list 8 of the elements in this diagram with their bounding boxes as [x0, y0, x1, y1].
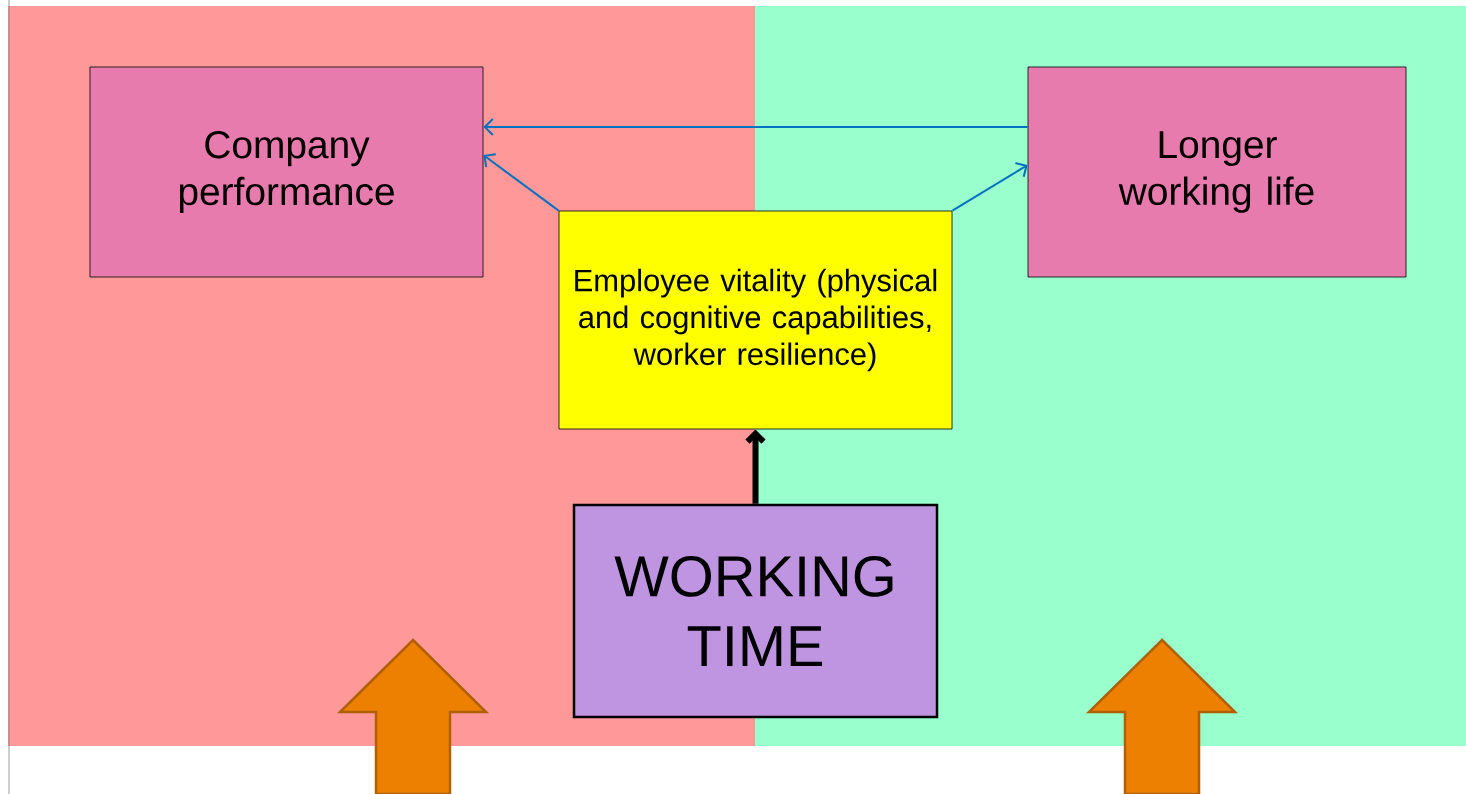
outcome-box: Longer working life	[1027, 66, 1407, 278]
arrow	[483, 153, 560, 212]
arrow	[745, 429, 766, 504]
arrow	[483, 118, 1029, 136]
arrow	[951, 162, 1028, 212]
vitality-box: Employee vitality (physical and cognitive capabilities, worker resilience)	[558, 210, 953, 430]
outcome-box: Company performance	[89, 66, 484, 278]
working-time-box: WORKING TIME	[572, 503, 939, 719]
